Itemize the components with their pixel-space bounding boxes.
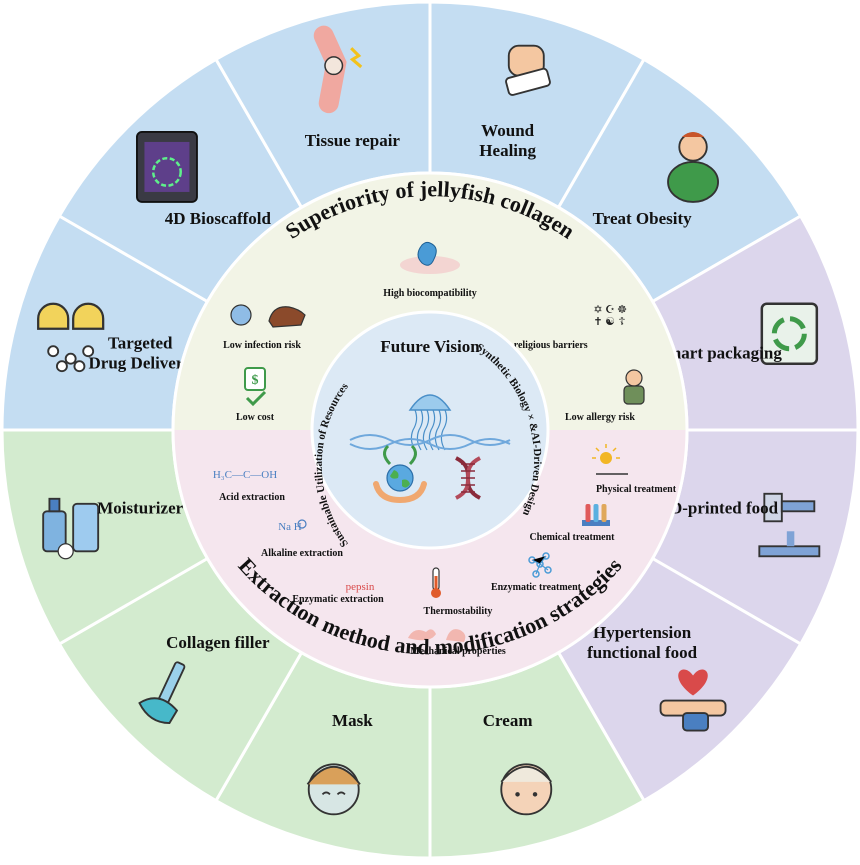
outer-segment-label: Mask bbox=[332, 711, 373, 730]
outer-segment-label: Drug Delivery bbox=[89, 353, 193, 372]
collagen-cell-icon bbox=[400, 241, 460, 274]
svg-text:☸: ☸ bbox=[617, 304, 627, 316]
lower-ring-item: Thermostability bbox=[424, 606, 493, 617]
outer-segment-label: Tissue repair bbox=[305, 131, 401, 150]
outer-segment-label: Collagen filler bbox=[166, 633, 270, 652]
bandaged-fist-icon bbox=[505, 44, 551, 96]
food-printer-icon bbox=[758, 492, 821, 558]
tissue-icon bbox=[408, 629, 466, 642]
svg-text:☯: ☯ bbox=[605, 316, 615, 328]
thermometer-icon bbox=[431, 567, 441, 598]
outer-segment-label: 4D Bioscaffold bbox=[165, 209, 272, 228]
outer-segment-label: Treat Obesity bbox=[593, 209, 692, 228]
face-mask-icon bbox=[306, 763, 361, 816]
upper-ring bbox=[173, 173, 687, 430]
center-circle bbox=[310, 310, 550, 550]
outer-segment-label: Moisturizer bbox=[97, 499, 183, 518]
recycle-roll-icon bbox=[760, 302, 819, 365]
svg-text:☦: ☦ bbox=[618, 316, 625, 328]
dollar-check-icon: $ bbox=[244, 367, 267, 407]
middle-ring: High biocompatibility ✡☪☸ ✝☯☦ Low religious… bbox=[171, 171, 689, 689]
formula-tag: H₃C—C—OH bbox=[213, 469, 277, 481]
outer-segment-label: Healing bbox=[479, 141, 536, 160]
lower-ring-item: Physical treatment bbox=[596, 484, 677, 495]
lower-ring-item: Mechanical properties bbox=[410, 646, 506, 657]
religious-symbols-icon: ✡☪☸ ✝☯☦ bbox=[593, 304, 627, 328]
svg-text:☪: ☪ bbox=[605, 304, 615, 316]
dna-icon bbox=[454, 456, 482, 500]
outer-segment-label: Cream bbox=[483, 711, 533, 730]
cream-face-icon bbox=[500, 763, 553, 816]
jellyfish-icon bbox=[349, 394, 511, 451]
upper-ring-item: Low allergy risk bbox=[565, 412, 635, 423]
svg-text:✡: ✡ bbox=[593, 304, 602, 316]
obese-person-icon bbox=[667, 131, 719, 203]
outer-segment-label: Hypertension bbox=[593, 623, 692, 642]
upper-ring-item: Low infection risk bbox=[223, 340, 301, 351]
blood-pressure-icon bbox=[659, 669, 727, 732]
lower-ring-item: Acid extraction bbox=[219, 492, 285, 503]
flask-rack-icon bbox=[582, 504, 610, 526]
upper-ring-item: High biocompatibility bbox=[383, 288, 477, 299]
svg-text:$: $ bbox=[252, 373, 259, 388]
upper-ring-item: Low cost bbox=[236, 412, 275, 423]
bioprinter-icon bbox=[136, 131, 198, 203]
svg-text:✝: ✝ bbox=[593, 316, 602, 328]
capsules-icon bbox=[37, 302, 105, 373]
syringe-icon bbox=[138, 661, 186, 724]
outer-segment-label: Smart packaging bbox=[658, 343, 783, 362]
formula-tag: pepsin bbox=[346, 581, 375, 593]
outer-segment-label: 3D-printed food bbox=[661, 499, 778, 518]
lower-ring bbox=[173, 430, 687, 687]
sun-uv-icon bbox=[592, 444, 628, 475]
allergy-person-icon bbox=[623, 369, 645, 405]
earth-hands-icon bbox=[373, 444, 427, 504]
formula-tag: Na H bbox=[278, 521, 302, 533]
pig-bull-icon bbox=[230, 304, 306, 328]
lower-ring-item: Alkaline extraction bbox=[261, 548, 343, 559]
center-title: Future Vision bbox=[380, 337, 480, 356]
lower-ring-item: Enzymatic treatment bbox=[491, 582, 582, 593]
upper-ring-item: Low religious barriers bbox=[492, 340, 587, 351]
knee-joint-icon bbox=[313, 25, 363, 114]
naoh-formula-icon bbox=[297, 519, 307, 529]
lower-ring-item: Chemical treatment bbox=[529, 532, 615, 543]
outer-segment-label: Wound bbox=[481, 121, 534, 140]
outer-segment-label: Targeted bbox=[108, 333, 173, 352]
lower-ring-item: Enzymatic extraction bbox=[292, 594, 384, 605]
outer-segment-label: functional food bbox=[587, 643, 698, 662]
center-disc bbox=[310, 310, 550, 550]
molecule-icon bbox=[528, 552, 552, 578]
lotion-bottles-icon bbox=[42, 497, 100, 560]
